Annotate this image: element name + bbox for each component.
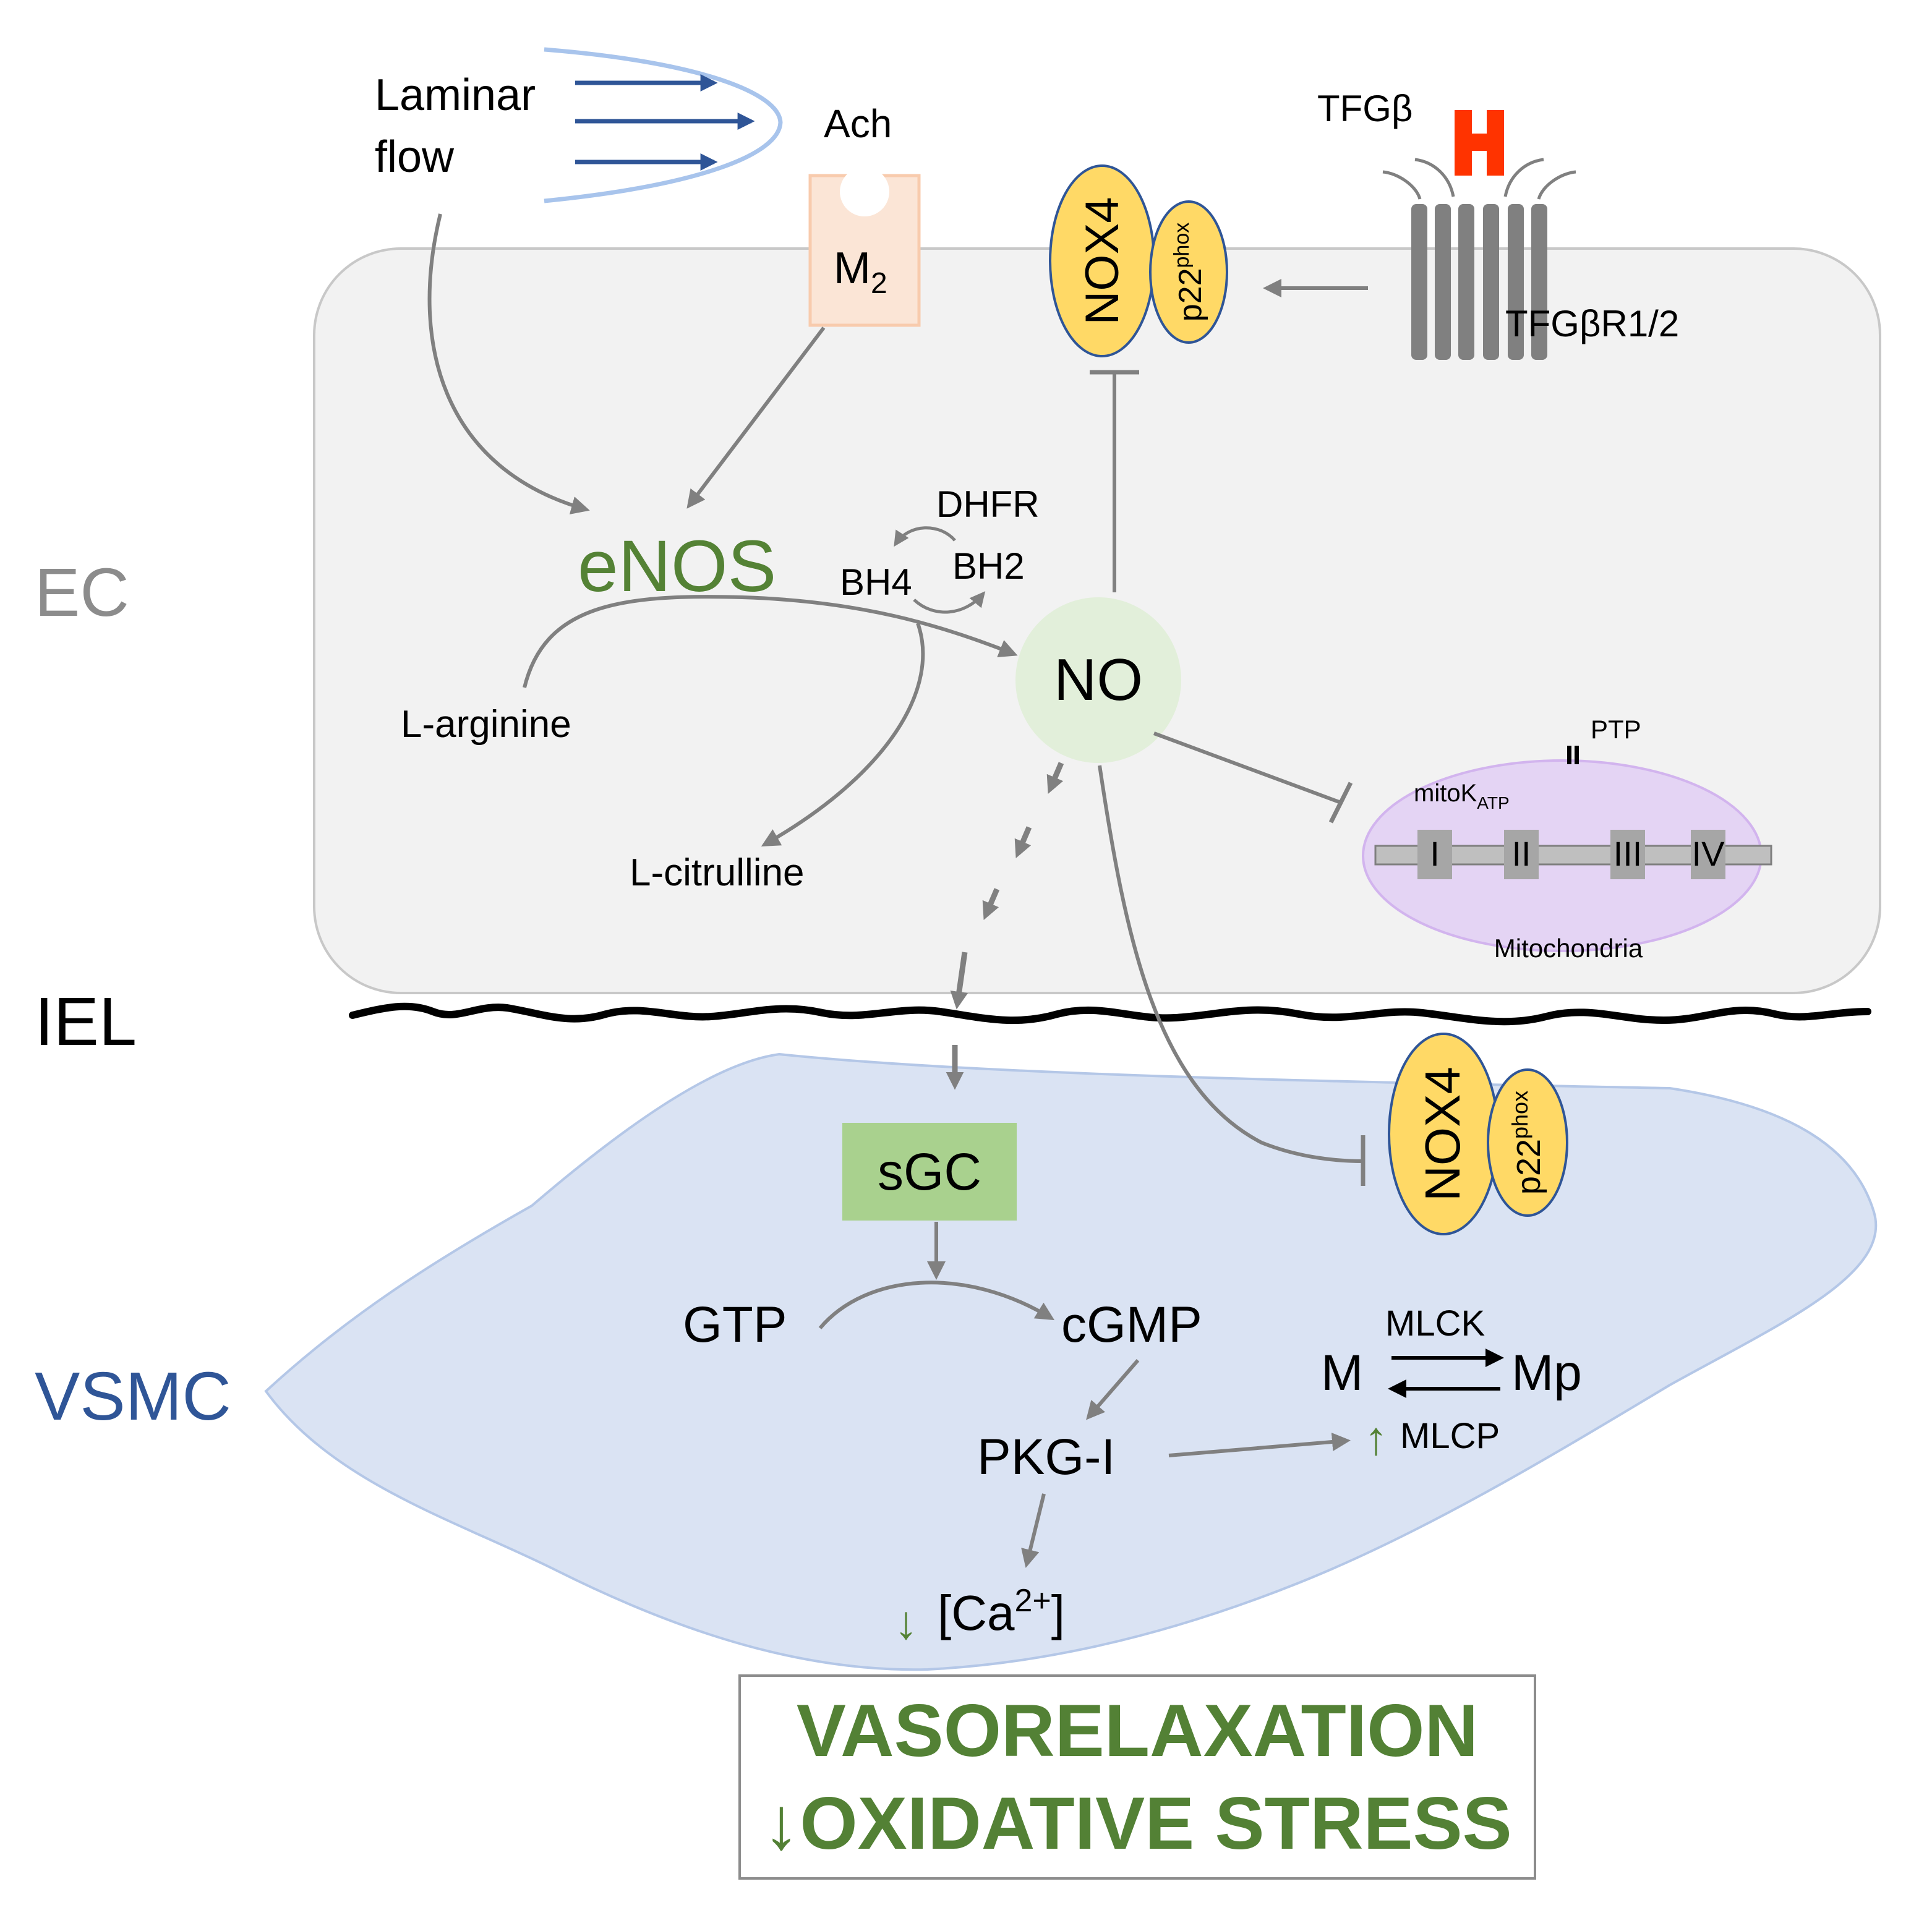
complex-iv <box>1691 830 1725 879</box>
ec-label: EC <box>35 555 129 631</box>
complex-i-label: I <box>1430 834 1440 873</box>
nox4-ec-label: NOX4 <box>1076 197 1129 325</box>
mlcp-label: MLCP <box>1400 1416 1500 1456</box>
p22phox-vsmc-label: p22phox <box>1507 1091 1547 1195</box>
pkg-to-mlcp-arrow <box>1168 1433 1351 1457</box>
oxidative-stress-label: OXIDATIVE STRESS <box>800 1782 1512 1865</box>
pkg-to-calcium-arrow <box>1021 1493 1046 1568</box>
receptor-ectodomain-right <box>1537 170 1576 200</box>
bh4-label: BH4 <box>840 561 912 603</box>
no-diffusion-path <box>946 762 1064 1090</box>
internal-elastic-lamina <box>349 1002 1871 1026</box>
flow-profile-curve <box>544 47 783 203</box>
complex-i <box>1417 830 1452 879</box>
myosin-label: M <box>1321 1345 1363 1401</box>
m2-label: M2 <box>834 244 887 300</box>
ach-label: Ach <box>824 101 892 146</box>
nitric-oxide-node <box>1015 597 1181 763</box>
bh4-to-bh2-arrow <box>913 591 986 614</box>
ptp-channel-icon <box>1567 746 1571 764</box>
receptor-ectodomain-right-inner <box>1503 158 1544 197</box>
cgmp-to-pkg-arrow <box>1086 1359 1140 1420</box>
mlcp-up-arrow-icon: ↑ <box>1364 1412 1388 1465</box>
receptor-ectodomain-left-inner <box>1414 158 1455 197</box>
complex-iii-label: III <box>1614 834 1643 873</box>
gtp-label: GTP <box>683 1297 787 1353</box>
flow-label: flow <box>375 132 455 182</box>
citrulline-branch-arrow <box>761 623 925 846</box>
sgc-box <box>842 1123 1017 1221</box>
inhibition-bar-mitochondria <box>1328 782 1353 824</box>
pkg-label: PKG-I <box>977 1429 1115 1485</box>
iel-label: IEL <box>35 984 137 1060</box>
no-inhibits-mitochondria <box>1153 731 1342 804</box>
ptp-label: PTP <box>1591 715 1641 744</box>
laminar-label: Laminar <box>375 70 536 120</box>
dhfr-label: DHFR <box>936 484 1040 525</box>
m2-receptor <box>808 174 921 327</box>
m2-binding-pocket <box>840 167 889 216</box>
mitok-atp-label: mitoKATP <box>1414 780 1510 812</box>
complex-ii-label: II <box>1511 834 1531 873</box>
oxidative-stress-row: ↓OXIDATIVE STRESS <box>763 1777 1511 1870</box>
complex-iii <box>1610 830 1645 879</box>
vasorelaxation-label: VASORELAXATION <box>796 1689 1479 1772</box>
tgfb-receptor-label: TFGβR1/2 <box>1505 303 1679 344</box>
no-label: NO <box>1054 647 1143 713</box>
bh2-label: BH2 <box>952 545 1025 587</box>
phospho-myosin-label: Mp <box>1511 1345 1582 1401</box>
sgc-label: sGC <box>878 1143 981 1201</box>
tgfb-ligand-icon <box>1455 110 1504 176</box>
l-citrulline-label: L-citrulline <box>630 851 805 894</box>
l-arginine-label: L-arginine <box>401 703 571 746</box>
receptor-ectodomain-left <box>1382 170 1422 200</box>
ptp-channel-icon-2 <box>1575 746 1579 764</box>
smooth-muscle-cell <box>264 1052 1878 1671</box>
no-inhibits-nox4-vsmc <box>1098 765 1364 1163</box>
p22phox-ec-subunit <box>1149 200 1228 344</box>
tgfb-label: TFGβ <box>1317 88 1413 129</box>
calcium-down-arrow-icon: ↓ <box>894 1596 918 1649</box>
enos-label: eNOS <box>578 526 776 607</box>
laminar-flow-label: Laminar flow <box>375 70 548 182</box>
complex-ii <box>1504 830 1539 879</box>
flow-to-enos-arrow <box>427 213 590 514</box>
bh2-to-bh4-arrow <box>894 526 956 547</box>
arginine-to-no-arrow <box>523 595 1018 688</box>
p22phox-ec-label: p22phox <box>1170 223 1208 322</box>
mitochondria-label: Mitochondria <box>1494 934 1643 963</box>
mlck-label: MLCK <box>1385 1303 1485 1344</box>
m2-to-enos-arrow <box>686 326 826 509</box>
calcium-label: [Ca2+] <box>938 1583 1065 1640</box>
complex-iv-label: IV <box>1692 834 1725 873</box>
gtp-to-cgmp-arrow <box>818 1281 1055 1329</box>
nox4-vsmc-label: NOX4 <box>1415 1067 1470 1201</box>
cgmp-label: cGMP <box>1061 1297 1202 1353</box>
vsmc-label: VSMC <box>35 1358 231 1434</box>
oxidative-stress-down-arrow-icon: ↓ <box>763 1782 800 1865</box>
tgfb-receptor-icon <box>1411 204 1547 360</box>
outcome-box: VASORELAXATION ↓OXIDATIVE STRESS <box>738 1674 1536 1880</box>
p22phox-vsmc-subunit <box>1487 1068 1568 1217</box>
